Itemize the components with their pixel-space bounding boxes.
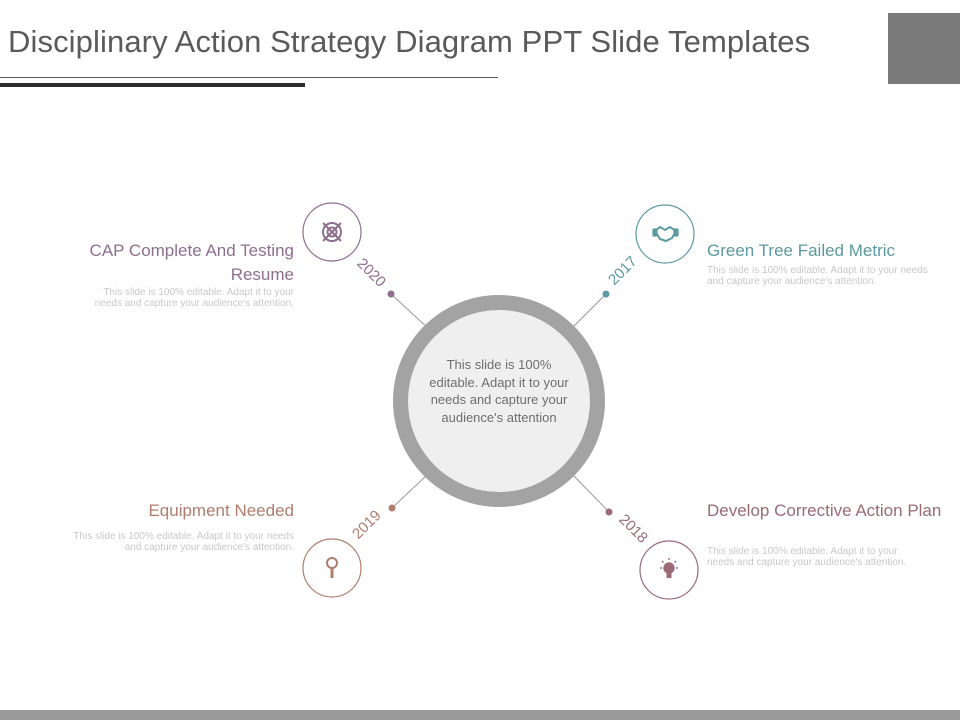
title-underline-thick	[0, 83, 305, 87]
dot-2018	[605, 508, 613, 516]
year-label-2018: 2018	[615, 511, 651, 547]
connector-2017	[569, 293, 607, 331]
item-title-2020: CAP Complete And Testing Resume	[89, 241, 294, 284]
item-title-2017: Green Tree Failed Metric	[707, 241, 896, 260]
connector-2020	[390, 293, 431, 331]
corner-decoration-box	[888, 13, 960, 84]
hub-center-text: This slide is 100% editable. Adapt it to…	[429, 357, 569, 425]
dot-2020	[387, 290, 395, 298]
year-label-2020: 2020	[353, 255, 389, 291]
year-label-2019: 2019	[349, 507, 385, 543]
item-desc-2019: This slide is 100% editable. Adapt it to…	[73, 531, 294, 553]
item-desc-2017: This slide is 100% editable. Adapt it to…	[707, 265, 928, 287]
slide-title: Disciplinary Action Strategy Diagram PPT…	[8, 24, 811, 59]
target-icon	[322, 222, 342, 242]
dot-2017	[602, 290, 610, 298]
dot-2019	[388, 504, 396, 512]
item-desc-2018: This slide is 100% editable. Adapt it to…	[707, 546, 907, 568]
item-title-2019: Equipment Needed	[148, 501, 294, 520]
connector-2019	[391, 473, 429, 509]
title-underline-thin	[0, 77, 498, 78]
handshake-icon	[652, 225, 679, 243]
item-title-2018: Develop Corrective Action Plan	[707, 501, 942, 520]
hub-inner-circle	[408, 310, 590, 492]
year-label-2017: 2017	[605, 253, 641, 289]
connector-2018	[571, 473, 610, 513]
icon-circle-2017	[635, 204, 695, 264]
lightbulb-icon	[660, 558, 678, 578]
item-desc-2020: This slide is 100% editable. Adapt it to…	[94, 287, 294, 309]
footer-bar	[0, 710, 960, 720]
magnifier-icon	[326, 557, 338, 578]
